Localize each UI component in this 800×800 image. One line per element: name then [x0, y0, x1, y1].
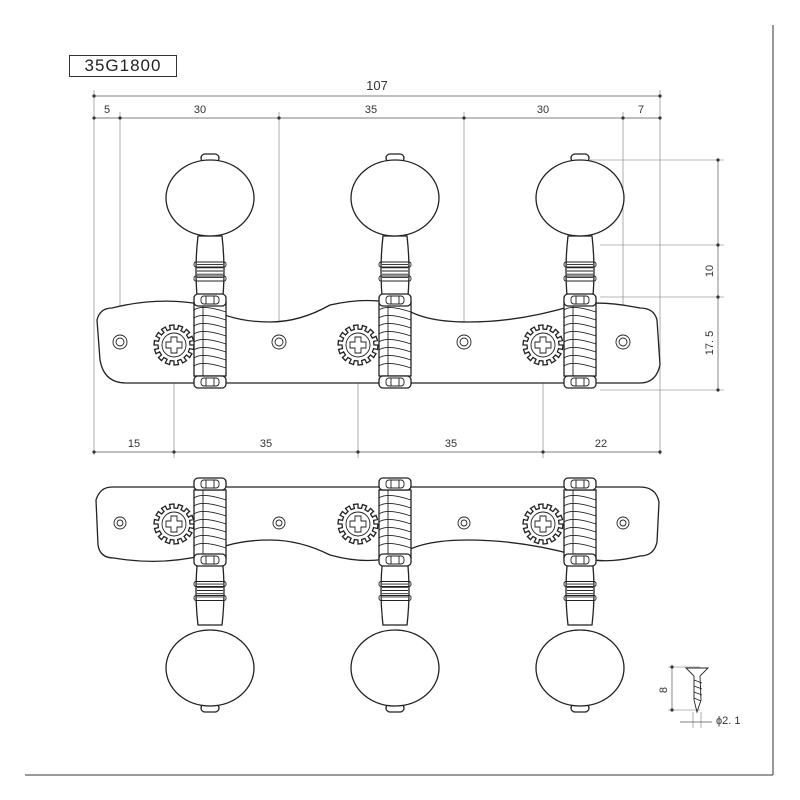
dim-right-10: 10	[704, 265, 716, 277]
dim-bottom-seg-1: 15	[128, 438, 140, 450]
gear-icon	[337, 324, 379, 366]
dim-top-seg-1: 5	[104, 104, 110, 116]
dim-bottom-seg-2: 35	[260, 438, 272, 450]
dim-top-seg-5: 7	[638, 104, 644, 116]
tuner-knob	[350, 153, 440, 237]
tuner-knob	[535, 153, 625, 237]
top-tuners	[153, 153, 625, 389]
bottom-mounting-holes	[113, 516, 630, 530]
string-post-bushing	[378, 293, 412, 307]
string-post-bushing	[378, 553, 412, 567]
dim-bottom-seg-4: 22	[595, 438, 607, 450]
top-dimensions: 107 5 30 35 30 7	[92, 78, 662, 455]
worm-shaft	[193, 301, 227, 377]
vertical-dimensions: 10 17. 5	[590, 158, 724, 392]
dim-screw-diameter: ϕ2. 1	[716, 715, 741, 727]
tuner-knob	[535, 629, 625, 713]
worm-shaft	[378, 301, 412, 377]
tuner-bottom-1	[153, 477, 255, 713]
tuner-knob	[350, 629, 440, 713]
tuner-post	[563, 235, 597, 307]
worm-shaft	[563, 489, 597, 559]
string-post-bushing	[563, 293, 597, 307]
worm-shaft	[378, 489, 412, 559]
string-post-bushing	[563, 477, 597, 491]
tuner-top-2	[337, 153, 440, 389]
screw-detail: 8 ϕ2. 1	[658, 665, 741, 728]
middle-dimensions: 15 35 35 22	[92, 360, 662, 458]
tuner-knob	[165, 629, 255, 713]
worm-shaft	[193, 489, 227, 559]
dim-right-17-5: 17. 5	[704, 331, 716, 355]
top-mounting-holes	[112, 334, 631, 350]
dim-bottom-seg-3: 35	[445, 438, 457, 450]
string-post-bushing	[563, 553, 597, 567]
worm-shaft	[563, 301, 597, 377]
tuner-bottom-2	[337, 477, 440, 713]
dim-overall-width: 107	[366, 78, 388, 93]
dim-top-seg-2: 30	[194, 104, 206, 116]
string-post-bushing	[193, 375, 227, 389]
tuner-post	[563, 555, 597, 626]
string-post-bushing	[193, 477, 227, 491]
dim-top-seg-4: 30	[537, 104, 549, 116]
screw-icon	[684, 667, 710, 714]
gear-icon	[522, 503, 564, 545]
dim-top-seg-3: 35	[365, 104, 377, 116]
gear-icon	[153, 324, 195, 366]
string-post-bushing	[193, 293, 227, 307]
tuner-top-1	[153, 153, 255, 389]
tuner-top-3	[522, 153, 625, 389]
bottom-tuners	[153, 477, 625, 713]
gear-icon	[337, 503, 379, 545]
string-post-bushing	[193, 553, 227, 567]
tuner-bottom-3	[522, 477, 625, 713]
tuner-post	[378, 235, 412, 307]
gear-icon	[522, 324, 564, 366]
string-post-bushing	[378, 375, 412, 389]
dim-screw-length: 8	[658, 687, 670, 693]
part-number-label: 35G1800	[69, 55, 177, 77]
string-post-bushing	[563, 375, 597, 389]
tuner-post	[378, 555, 412, 626]
tuner-knob	[165, 153, 255, 237]
gear-icon	[153, 503, 195, 545]
string-post-bushing	[378, 477, 412, 491]
tuner-post	[193, 555, 227, 626]
